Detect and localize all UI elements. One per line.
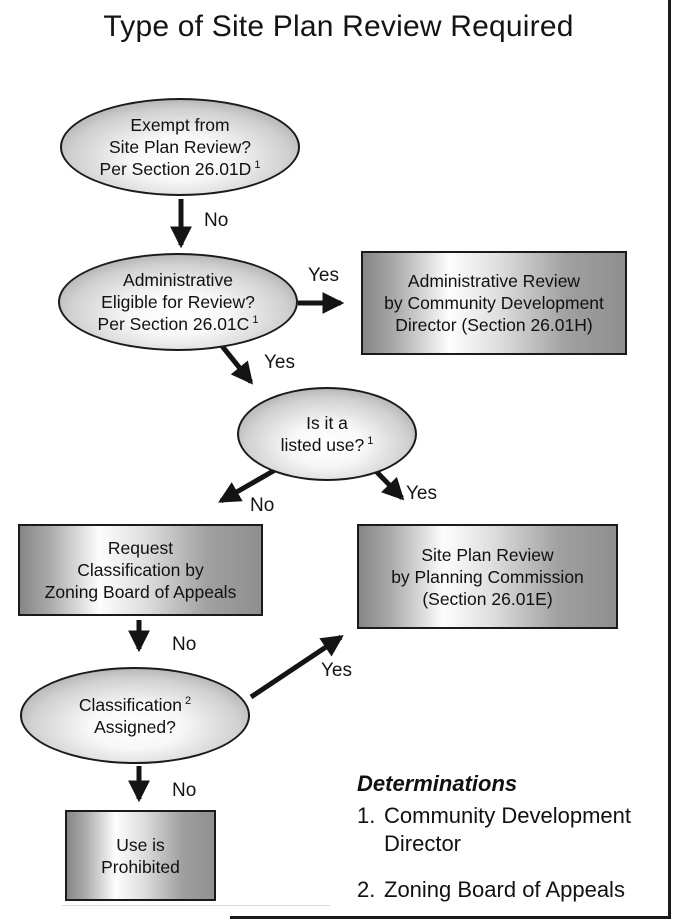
node-exempt-label: Exempt from Site Plan Review? Per Sectio…: [99, 115, 261, 179]
node-use-prohibited-label: Use is Prohibited: [101, 834, 180, 877]
edge-label-listed-yes: Yes: [406, 483, 437, 504]
node-site-plan-review-label: Site Plan Review by Planning Commission …: [391, 544, 584, 609]
node-request-classification: Request Classification by Zoning Board o…: [18, 524, 263, 616]
determinations-legend: Determinations 1. Community Development …: [357, 771, 662, 904]
edge-label-listed-no: No: [250, 495, 275, 516]
scan-artifact-faint-line: [62, 905, 330, 906]
arrow-eligible-down-yes: [220, 344, 254, 385]
edge-label-classification-no: No: [172, 780, 197, 801]
node-request-classification-label: Request Classification by Zoning Board o…: [44, 538, 237, 602]
node-listed-use: Is it a listed use?1: [237, 387, 417, 481]
node-listed-use-label: Is it a listed use?1: [280, 413, 374, 455]
page-edge-right: [668, 0, 671, 918]
node-admin-eligible-label: Administrative Eligible for Review? Per …: [97, 270, 259, 334]
node-administrative-review-label: Administrative Review by Community Devel…: [384, 271, 604, 335]
footnote-ref-1: 1: [252, 314, 259, 327]
edge-label-exempt-no: No: [204, 210, 229, 231]
legend-item-1: 1. Community Development Director: [357, 803, 631, 856]
legend-heading: Determinations: [357, 771, 518, 796]
node-administrative-review: Administrative Review by Community Devel…: [361, 251, 627, 355]
edge-label-request-no: No: [172, 634, 197, 655]
edge-label-eligible-yes: Yes: [308, 265, 339, 286]
edge-label-eligible-down-yes: Yes: [264, 352, 295, 373]
footnote-ref-1: 1: [254, 159, 261, 172]
node-admin-eligible: Administrative Eligible for Review? Per …: [58, 253, 298, 351]
node-exempt-from-review: Exempt from Site Plan Review? Per Sectio…: [60, 98, 300, 196]
footnote-ref-2: 2: [184, 694, 192, 707]
footnote-ref-1: 1: [367, 435, 374, 448]
page-edge-bottom: [230, 916, 671, 919]
node-site-plan-review: Site Plan Review by Planning Commission …: [357, 524, 618, 629]
page-title: Type of Site Plan Review Required: [103, 10, 574, 43]
legend-item-2: 2. Zoning Board of Appeals: [357, 877, 625, 902]
node-use-prohibited: Use is Prohibited: [65, 810, 216, 901]
edge-label-classification-yes: Yes: [321, 660, 352, 681]
